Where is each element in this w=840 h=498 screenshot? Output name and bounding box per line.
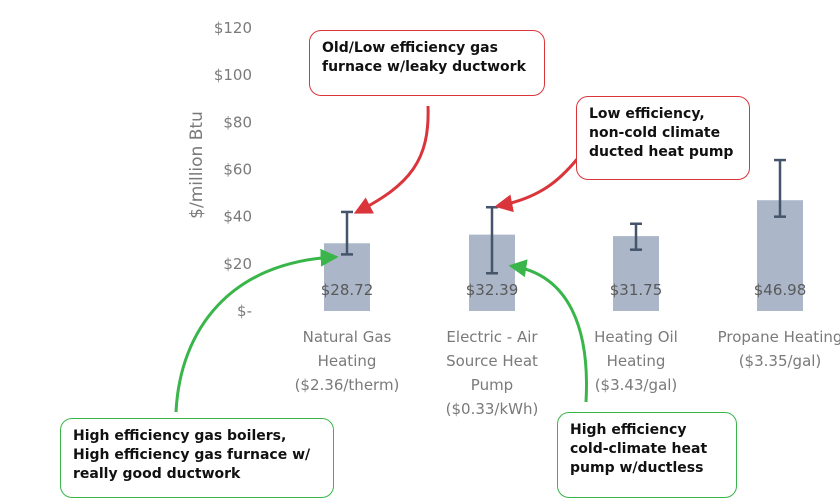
callout-line: High efficiency gas furnace w/	[73, 447, 311, 463]
arrow-low-eff-heat-pump	[494, 157, 580, 213]
cost-comparison-chart: $/million Btu $- $20 $40 $60 $80 $100 $120 $28…	[174, 19, 840, 418]
bar	[757, 200, 803, 311]
annotation-arrows	[174, 105, 588, 413]
data-label: $46.98	[754, 281, 807, 299]
callout-line: High efficiency gas boilers,	[73, 428, 287, 444]
category-label-line: Electric - Air	[446, 328, 538, 346]
y-tick-label: $100	[214, 66, 252, 84]
y-axis-ticks: $- $20 $40 $60 $80 $100 $120	[214, 19, 252, 320]
callout-line: Old/Low efficiency gas	[322, 40, 498, 56]
data-label: $32.39	[466, 281, 519, 299]
y-tick-label: $20	[223, 255, 252, 273]
category-label-line: ($0.33/kWh)	[446, 400, 539, 418]
callout-low-eff-heat-pump: Low efficiency, non-cold climate ducted …	[576, 96, 750, 180]
category-label-line: Heating	[607, 352, 666, 370]
y-tick-label: $60	[223, 161, 252, 179]
callout-line: cold-climate heat	[570, 441, 708, 457]
callout-line: furnace w/leaky ductwork	[322, 59, 526, 75]
category-label-line: ($3.35/gal)	[739, 352, 822, 370]
callout-line: non-cold climate	[589, 125, 721, 141]
category-label-line: Heating	[318, 352, 377, 370]
arrow-old-furnace	[353, 105, 430, 214]
callout-cold-climate-heat-pump: High efficiency cold-climate heat pump w…	[557, 412, 737, 498]
category-label-line: Pump	[471, 376, 513, 394]
y-tick-label: $40	[223, 208, 252, 226]
arrow-cold-climate-heat-pump	[508, 259, 588, 403]
category-label-line: ($2.36/therm)	[295, 376, 400, 394]
callout-line: pump w/ductless	[570, 460, 704, 476]
category-label-line: Heating Oil	[594, 328, 678, 346]
callout-line: really good ductwork	[73, 466, 241, 482]
arrow-high-eff-gas	[174, 248, 339, 413]
category-label-line: Source Heat	[446, 352, 538, 370]
y-tick-label: $120	[214, 19, 252, 37]
y-tick-label: $80	[223, 113, 252, 131]
category-label-line: Natural Gas	[303, 328, 392, 346]
data-label: $31.75	[610, 281, 663, 299]
callout-old-furnace: Old/Low efficiency gas furnace w/leaky d…	[309, 30, 545, 96]
data-labels: $28.72 $32.39 $31.75 $46.98	[321, 281, 807, 299]
callout-line: Low efficiency,	[589, 106, 705, 122]
callout-high-eff-gas: High efficiency gas boilers, High effici…	[60, 418, 334, 498]
category-label-line: Propane Heating	[718, 328, 840, 346]
data-label: $28.72	[321, 281, 374, 299]
callout-line: ducted heat pump	[589, 144, 734, 160]
y-axis-label: $/million Btu	[187, 111, 207, 219]
category-label-line: ($3.43/gal)	[595, 376, 678, 394]
callout-line: High efficiency	[570, 422, 687, 438]
y-tick-label: $-	[237, 302, 252, 320]
